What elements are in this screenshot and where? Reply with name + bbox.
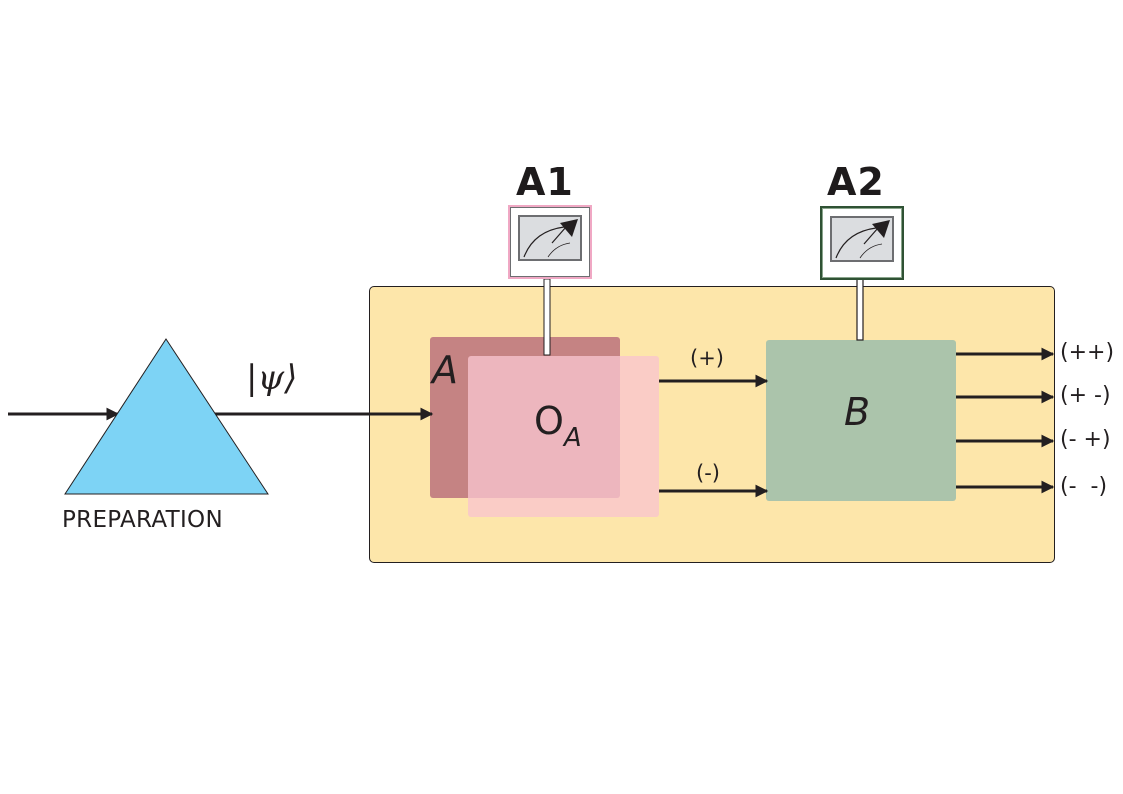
output-label-2: (+ -) [1060, 383, 1111, 408]
output-label-4: (- -) [1060, 474, 1108, 499]
branch-minus-label: (-) [696, 461, 720, 485]
meter-icon [830, 216, 894, 262]
box-b-label: B [844, 390, 871, 434]
operator-label: OA [534, 399, 582, 451]
operator-box [468, 356, 659, 517]
preparation-triangle-icon [64, 338, 269, 495]
meter-a1-label: A1 [516, 160, 574, 204]
output-label-1: (++) [1060, 340, 1115, 365]
operator-symbol: O [534, 399, 564, 443]
branch-plus-label: (+) [690, 346, 724, 370]
output-label-3: (- +) [1060, 427, 1111, 452]
meter-icon [518, 215, 582, 261]
meter-a2-connector [856, 275, 864, 341]
meter-a1 [508, 205, 592, 279]
operator-subscript: A [563, 423, 582, 453]
state-label: |ψ⟩ [246, 358, 298, 398]
meter-a2-label: A2 [827, 160, 885, 204]
meter-a1-connector [543, 278, 551, 356]
box-a-label: A [432, 348, 458, 392]
meter-a2 [820, 206, 904, 280]
preparation-label: PREPARATION [62, 507, 223, 533]
box-b [766, 340, 956, 501]
